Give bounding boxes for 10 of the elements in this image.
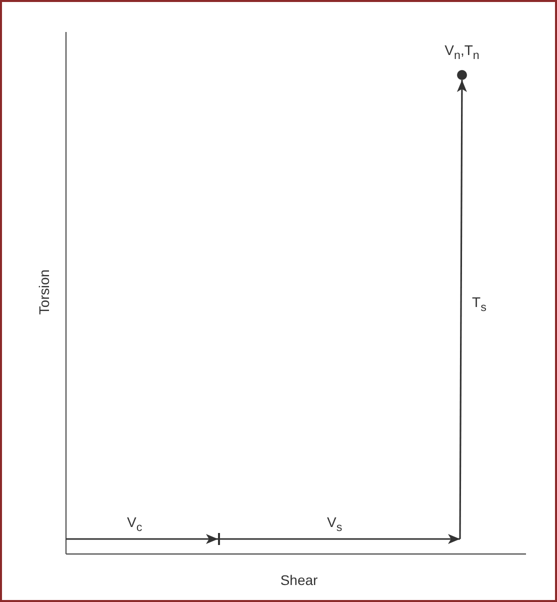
edge-label: T$_{s}$	[472, 294, 486, 314]
tick-mark	[218, 533, 220, 545]
arrow	[220, 534, 460, 544]
edge-label: V$_{c}$	[127, 514, 142, 534]
edge-label: V$_{s}$	[327, 514, 342, 534]
axis-title: Torsion	[36, 269, 52, 315]
point-label: V$_{n}$,T$_{n}$	[444, 42, 480, 62]
axis-title: Shear	[280, 572, 318, 588]
arrow	[66, 534, 218, 544]
arrow	[456, 80, 467, 539]
